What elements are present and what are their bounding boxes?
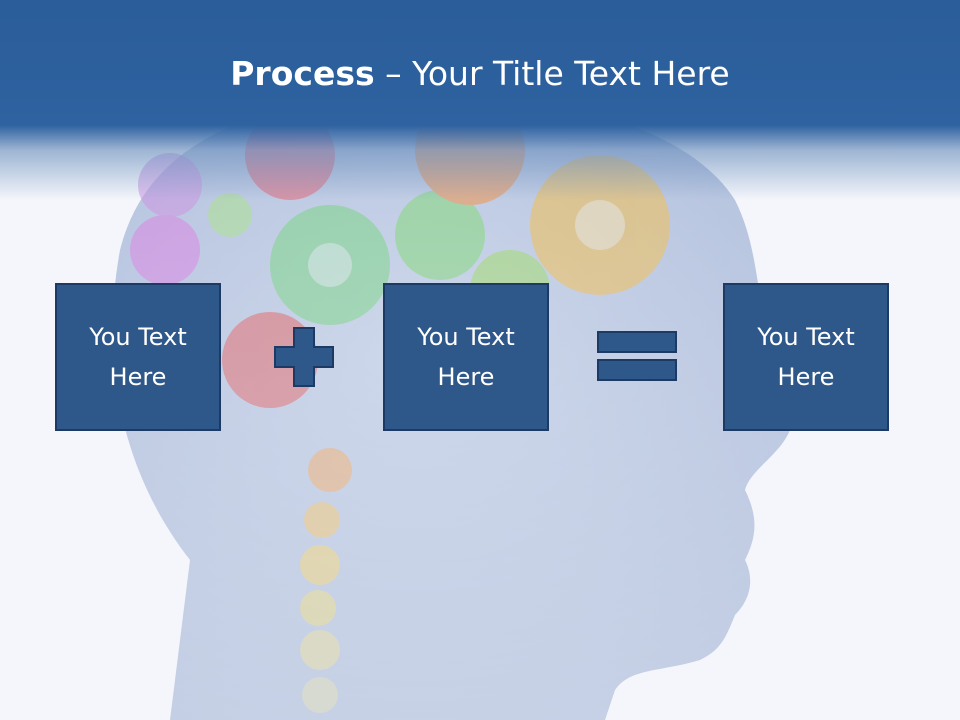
- text-box-1-label: You Text Here: [89, 323, 187, 391]
- text-box-3-label: You Text Here: [757, 323, 855, 391]
- plus-icon: [274, 327, 334, 387]
- equals-icon: [597, 331, 677, 381]
- text-box-2-label: You Text Here: [417, 323, 515, 391]
- slide-title: Process – Your Title Text Here: [0, 52, 960, 96]
- text-box-2[interactable]: You Text Here: [383, 283, 549, 431]
- title-bar: [0, 0, 960, 200]
- text-box-1[interactable]: You Text Here: [55, 283, 221, 431]
- text-box-3[interactable]: You Text Here: [723, 283, 889, 431]
- title-rest: – Your Title Text Here: [374, 54, 730, 93]
- title-bold: Process: [230, 54, 375, 93]
